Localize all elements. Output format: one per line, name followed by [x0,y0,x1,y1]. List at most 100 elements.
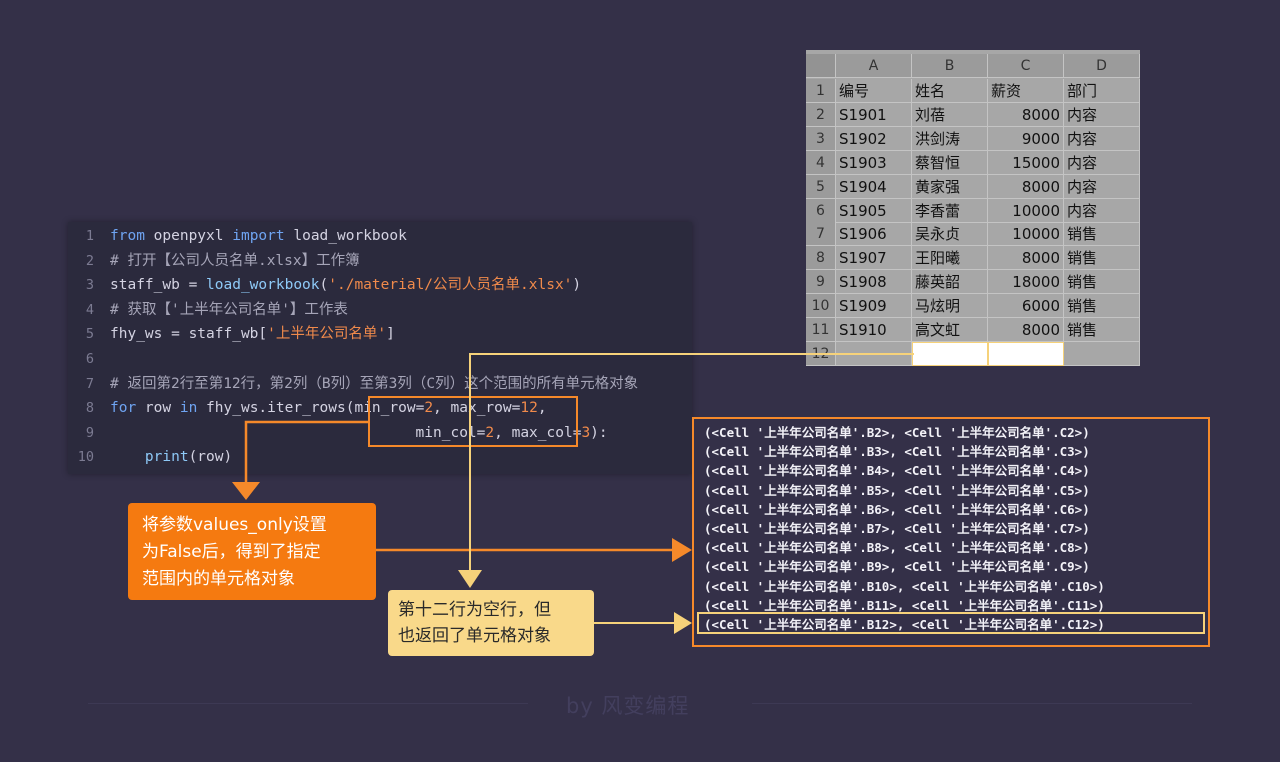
watermark-divider-left [88,703,528,704]
sheet-cell[interactable]: 高文虹 [912,318,988,342]
sheet-cell[interactable]: S1905 [836,198,912,223]
output-line: (<Cell '上半年公司名单'.B3>, <Cell '上半年公司名单'.C3… [704,444,1090,460]
sheet-cell[interactable]: S1906 [836,222,912,247]
row-number[interactable]: 8 [806,246,836,271]
code-token: # 返回第2行至第12行，第2列（B列）至第3列（C列）这个范围的所有单元格对象 [110,375,639,392]
sheet-cell[interactable]: 编号 [836,79,912,103]
sheet-cell[interactable]: 黄家强 [912,174,988,199]
code-text: # 获取【'上半年公司名单'】工作表 [110,298,348,322]
sheet-cell[interactable]: 销售 [1064,246,1140,271]
sheet-cell[interactable]: S1907 [836,246,912,271]
column-header[interactable]: A [836,54,912,78]
code-token: staff_wb = [110,277,207,294]
sheet-cell[interactable]: 8000 [988,102,1064,127]
row-number[interactable]: 3 [806,126,836,151]
row-number[interactable]: 4 [806,150,836,175]
sheet-cell[interactable]: 15000 [988,150,1064,175]
column-header[interactable]: C [988,54,1064,78]
sheet-cell[interactable]: 内容 [1064,102,1140,127]
sheet-cell[interactable] [1064,341,1140,366]
code-token: openpyxl [144,228,233,244]
code-text: # 返回第2行至第12行，第2列（B列）至第3列（C列）这个范围的所有单元格对象 [110,372,638,396]
sheet-cell[interactable]: 8000 [988,318,1064,342]
sheet-cell[interactable]: 8000 [988,174,1064,199]
sheet-cell[interactable]: 8000 [988,246,1064,271]
sheet-cell[interactable]: 销售 [1064,270,1140,295]
column-header[interactable]: D [1064,54,1140,78]
code-token: min_col= [110,424,486,441]
arrow-sheet-to-callout [469,353,914,572]
callout-line: 也返回了单元格对象 [398,626,551,646]
row-number[interactable]: 10 [806,294,836,319]
row-number[interactable]: 2 [806,102,836,127]
row-number[interactable]: 7 [806,222,836,247]
row-number[interactable]: 5 [806,174,836,199]
callout-line: 将参数values_only设置 [142,515,327,535]
line-number: 3 [85,277,94,294]
sheet-cell[interactable]: 内容 [1064,174,1140,199]
sheet-cell[interactable]: 王阳曦 [912,246,988,271]
arrow-code-to-callout [244,420,368,486]
output-line: (<Cell '上半年公司名单'.B5>, <Cell '上半年公司名单'.C5… [704,482,1090,498]
row-number[interactable]: 6 [806,198,836,223]
sheet-cell[interactable]: 洪剑涛 [912,126,988,151]
line-number: 2 [85,252,94,269]
callout-values-only: 将参数values_only设置 为False后，得到了指定 范围内的单元格对象 [128,503,376,600]
sheet-cell[interactable]: 9000 [988,126,1064,151]
code-line: 4# 获取【'上半年公司名单'】工作表 [68,298,688,322]
arrow-head-output [672,538,692,562]
sheet-cell[interactable] [912,341,988,366]
row-number[interactable]: 11 [806,318,836,342]
sheet-cell[interactable]: S1903 [836,150,912,175]
code-line: 2 # 打开【公司人员名单.xlsx】工作簿 [68,249,688,273]
line-number: 7 [85,375,94,392]
sheet-cell[interactable]: S1904 [836,174,912,199]
sheet-cell[interactable]: 销售 [1064,294,1140,319]
sheet-cell[interactable]: 内容 [1064,150,1140,175]
code-line: 10 print(row) [68,445,688,469]
sheet-cell[interactable]: 18000 [988,270,1064,295]
code-line: 3 staff_wb = load_workbook('./material/公司… [68,273,688,297]
sheet-cell[interactable]: 10000 [988,198,1064,223]
row-number[interactable]: 9 [806,270,836,295]
sheet-cell[interactable] [988,341,1064,366]
watermark: by 风变编程 [566,694,690,718]
row-number[interactable]: 1 [806,79,836,103]
sheet-cell[interactable]: 销售 [1064,222,1140,247]
sheet-cell[interactable]: S1908 [836,270,912,295]
output-line: (<Cell '上半年公司名单'.B9>, <Cell '上半年公司名单'.C9… [704,559,1090,575]
sheet-cell[interactable]: 6000 [988,294,1064,319]
code-token: import [232,228,285,244]
output-panel: (<Cell '上半年公司名单'.B2>, <Cell '上半年公司名单'.C2… [692,417,1210,647]
sheet-cell[interactable]: S1902 [836,126,912,151]
code-args-highlight-box [368,396,578,447]
line-number: 9 [85,424,94,441]
code-token: 12 [520,400,538,417]
line-number: 5 [85,326,94,343]
sheet-cell[interactable]: 部门 [1064,79,1140,103]
sheet-cell[interactable]: 薪资 [988,79,1064,103]
sheet-cell[interactable]: S1901 [836,102,912,127]
sheet-cell[interactable]: 李香蕾 [912,198,988,223]
code-text: staff_wb = load_workbook('./material/公司人… [110,273,581,297]
code-token: ) [572,277,582,294]
sheet-cell[interactable]: 销售 [1064,318,1140,342]
sheet-cell[interactable]: S1909 [836,294,912,319]
sheet-cell[interactable]: 马炫明 [912,294,988,319]
sheet-cell[interactable]: 内容 [1064,126,1140,151]
code-token: # 打开【公司人员名单.xlsx】工作簿 [110,252,360,269]
sheet-cell[interactable]: 藤英韶 [912,270,988,295]
sheet-cell[interactable]: 姓名 [912,79,988,103]
sheet-cell[interactable]: 吴永贞 [912,222,988,247]
code-token: ): [590,424,608,441]
sheet-cell[interactable]: 刘蓓 [912,102,988,127]
sheet-cell[interactable]: S1910 [836,318,912,342]
sheet-cell[interactable]: 蔡智恒 [912,150,988,175]
column-header[interactable]: B [912,54,988,78]
sheet-cell[interactable]: 10000 [988,222,1064,247]
sheet-cell[interactable]: 内容 [1064,198,1140,223]
